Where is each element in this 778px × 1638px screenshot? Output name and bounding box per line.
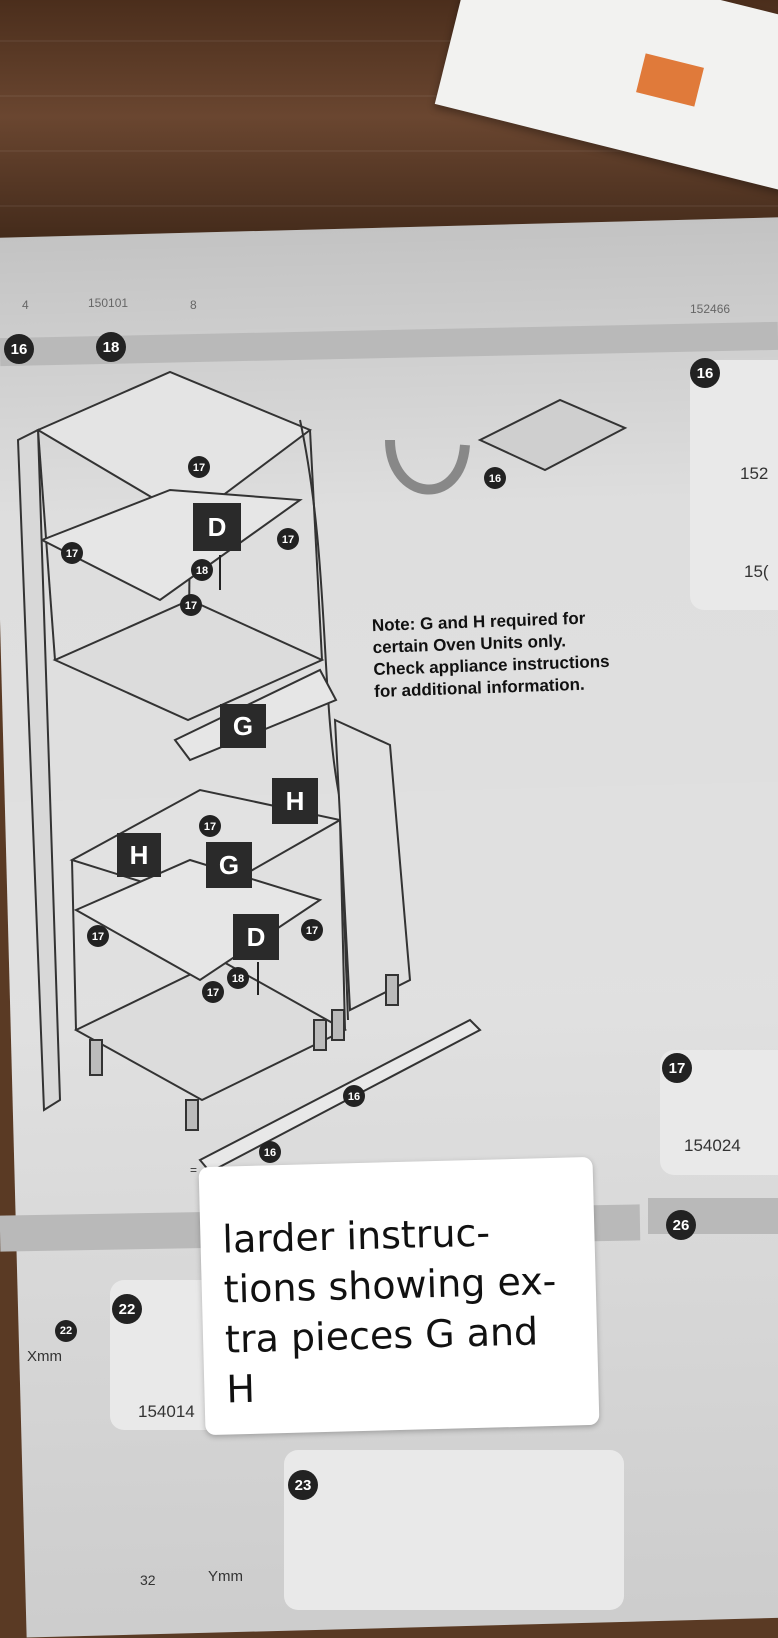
callout-17-text: 17 (282, 534, 294, 546)
callout-16-text: 16 (264, 1147, 276, 1159)
dimension-y: Ymm (208, 1568, 243, 1585)
label-d-upper: D (193, 503, 241, 551)
callout-16-marker (484, 467, 506, 489)
label-d-lower: D (233, 914, 279, 960)
label-g-upper: G (220, 704, 266, 748)
right-parts-panel (690, 360, 778, 610)
label-h-right: H (272, 778, 318, 824)
label-g-lower: G (206, 842, 252, 888)
callout-17-marker (180, 594, 202, 616)
dimension-equals: = (190, 1163, 197, 1177)
label-h-left: H (117, 833, 161, 877)
callout-17-marker (188, 456, 210, 478)
caption-card: larder instruc- tions showing ex- tra pi… (198, 1156, 600, 1436)
callout-16-marker (259, 1141, 281, 1163)
callout-17-marker (87, 925, 109, 947)
header-left-number: 4 (22, 298, 29, 312)
part-22-code: 154014 (138, 1402, 195, 1421)
caption-line-2: tions showing ex- (223, 1258, 557, 1312)
callout-17-marker (199, 815, 221, 837)
part-23-badge: 23 (288, 1470, 318, 1500)
callout-markers (61, 456, 506, 1163)
callout-16-text: 16 (348, 1091, 360, 1103)
caption-line-4: H (225, 1366, 256, 1412)
caption-line-1: larder instruc- (221, 1210, 491, 1262)
callout-17-text: 17 (185, 600, 197, 612)
callout-18-marker (191, 559, 213, 581)
part-17-code: 154024 (684, 1136, 741, 1155)
callout-17-text: 17 (207, 987, 219, 999)
callout-17-text: 17 (193, 462, 205, 474)
header-right-number: 8 (190, 298, 197, 312)
callout-17-text: 17 (306, 925, 318, 937)
right-panel-code-b: 15( (744, 562, 769, 581)
right-panel-step-badge: 16 (690, 358, 720, 388)
right-panel-code-a: 152 (740, 464, 769, 483)
step-badge-26: 26 (666, 1210, 696, 1240)
dimension-x: Xmm (27, 1348, 62, 1365)
callout-16-marker (343, 1085, 365, 1107)
caption-line-3: tra pieces G and (224, 1309, 539, 1362)
callout-18-text: 18 (196, 565, 208, 577)
dimension-32: 32 (140, 1572, 156, 1588)
callout-17-text: 17 (66, 548, 78, 560)
callout-17-marker (277, 528, 299, 550)
step-badge-18: 18 (96, 332, 126, 362)
header-part-code: 150101 (88, 296, 129, 310)
part-17-badge: 17 (662, 1053, 692, 1083)
header-far-code: 152466 (690, 302, 731, 316)
oven-unit-note: Note: G and H required for certain Oven … (372, 605, 665, 703)
callout-18-marker (227, 967, 249, 989)
step-badge-16: 16 (4, 334, 34, 364)
part-22-badge: 22 (112, 1294, 142, 1324)
callout-17-marker (61, 542, 83, 564)
part-23-panel (284, 1450, 624, 1610)
callout-17-text: 17 (92, 931, 104, 943)
callout-18-text: 18 (232, 973, 244, 985)
caption-text: larder instruc- tions showing ex- tra pi… (222, 1206, 567, 1415)
callout-17-marker (301, 919, 323, 941)
callout-22-small: 22 (55, 1320, 77, 1342)
callout-17-text: 17 (204, 821, 216, 833)
callout-16-text: 16 (489, 473, 501, 485)
callout-17-marker (202, 981, 224, 1003)
